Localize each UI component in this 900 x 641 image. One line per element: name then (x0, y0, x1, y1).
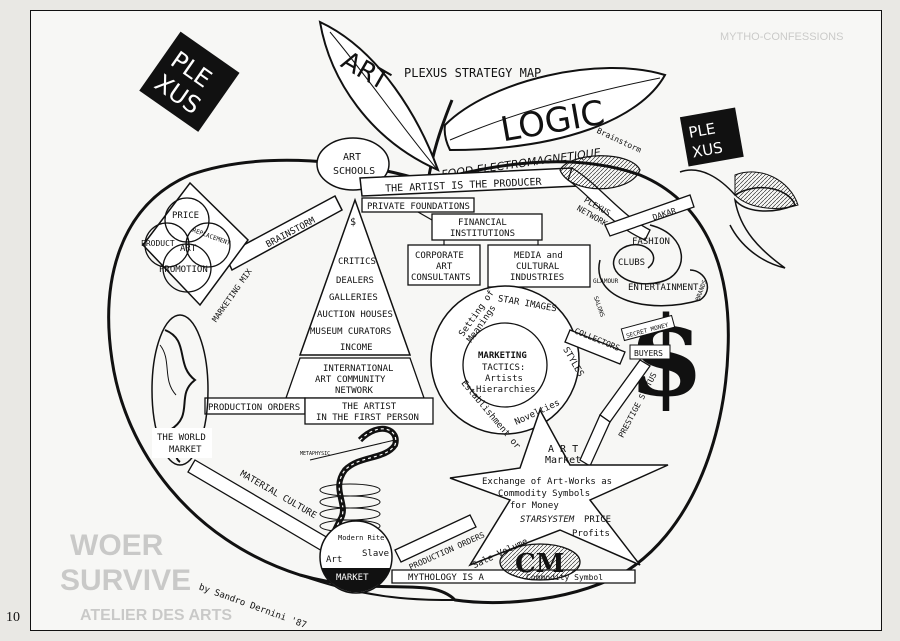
entertainment-label: ENTERTAINMENT (628, 283, 699, 293)
financial-institutions-box (431, 213, 543, 241)
art-market-star (449, 408, 669, 567)
production-orders-bottom-band (394, 514, 477, 563)
mix-product: PRODUCT (141, 239, 175, 248)
ghost-heading-left-3: ATELIER DES ARTS (80, 607, 232, 624)
mix-art: ART (180, 244, 197, 254)
circle-center-2: TACTICS: (482, 363, 525, 373)
corporate-line3: CONSULTANTS (411, 273, 471, 283)
star-price: PRICE (584, 515, 611, 525)
media-industries-box (487, 244, 591, 288)
glamour-label: GLAMOUR (593, 278, 619, 285)
bird-drawing (679, 169, 796, 269)
artist-first-line1: THE ARTIST (342, 402, 397, 412)
star-line3: for Money (510, 501, 559, 511)
background-ghost-text: MYTHO-CONFESSIONS WOER SURVIVE ATELIER D… (60, 31, 843, 624)
mix-promotion: PROMOTION (159, 265, 208, 275)
international-line3: NETWORK (335, 386, 374, 396)
world-market-line1: THE WORLD (157, 433, 206, 443)
right-brainstorm: Brainstorm (595, 126, 643, 155)
circle-center-4: Hierarchies (476, 385, 536, 395)
ghost-heading-right: MYTHO-CONFESSIONS (720, 31, 843, 43)
ghost-heading-left-1: WOER (70, 529, 164, 562)
star-line1: Exchange of Art-Works as (482, 477, 612, 487)
fashion-swirl (612, 224, 683, 285)
corporate-line1: CORPORATE (415, 251, 464, 261)
triangle-item-2: GALLERIES (329, 293, 378, 303)
marketing-inner-circle (462, 322, 548, 408)
star-profits: Profits (572, 529, 610, 539)
media-line3: INDUSTRIES (510, 273, 564, 283)
ghost-heading-left-2: SURVIVE (60, 564, 191, 597)
star-art-market-2: Market (545, 455, 581, 466)
triangle-hierarchy (298, 197, 412, 356)
triangle-item-3: AUCTION HOUSES (317, 310, 393, 320)
international-line1: INTERNATIONAL (323, 364, 393, 374)
financial-line2: INSTITUTIONS (450, 229, 515, 239)
mix-price: PRICE (172, 211, 199, 221)
artist-first-line2: IN THE FIRST PERSON (316, 413, 419, 423)
plexus-logo-top-left: PLE XUS (139, 31, 240, 132)
corporate-line2: ART (436, 262, 453, 272)
modern-rite-label: Modern Rite (338, 534, 384, 542)
financial-line1: FINANCIAL (458, 218, 507, 228)
brain-drawing (559, 155, 641, 190)
production-orders-left-label: PRODUCTION ORDERS (208, 403, 300, 413)
clubs-label: CLUBS (618, 258, 645, 268)
fashion-label: FASHION (632, 237, 670, 247)
triangle-item-4: MUSEUM CURATORS (310, 327, 391, 337)
circle-center-3: Artists (485, 374, 523, 384)
salons-label: SALONS (592, 295, 606, 318)
commodity-symbol-label: Commodity Symbol (526, 573, 603, 582)
triangle-item-0: CRITICS (338, 257, 376, 267)
apple-stem (426, 99, 454, 183)
cm-logo-text: CM (515, 549, 564, 579)
diagram-title: PLEXUS STRATEGY MAP (404, 66, 541, 80)
slave-label: Slave (362, 549, 389, 559)
circle-center-1: MARKETING (478, 351, 527, 361)
triangle-item-5: INCOME (340, 343, 373, 353)
art-schools-line1: ART (343, 152, 361, 163)
snake-caption: METAPHYSIC (300, 451, 330, 457)
marketing-mix-diamond (142, 181, 249, 307)
media-line2: CULTURAL (516, 262, 559, 272)
dakar-band (604, 194, 695, 237)
star-art-market-1: A R T (548, 444, 578, 455)
world-market-line2: MARKET (169, 445, 202, 455)
world-market-ellipse (151, 314, 209, 466)
triangle-dollar: $ (350, 217, 356, 228)
material-culture-band (187, 459, 341, 559)
collectors-band (564, 329, 626, 365)
corporate-consultants-box (407, 244, 481, 286)
logo-right-line2: XUS (691, 138, 724, 161)
star-starsystem: STARSYSTEM (520, 515, 575, 525)
market-label: MARKET (336, 573, 369, 583)
mythology-label: MYTHOLOGY IS A (408, 573, 484, 583)
media-line1: MEDIA and (514, 251, 563, 261)
logo-right-line1: PLE (687, 119, 717, 141)
art-label: Art (326, 555, 342, 565)
buyers-label: BUYERS (634, 349, 663, 358)
cm-logo: CM (499, 543, 581, 581)
triangle-item-1: DEALERS (336, 276, 374, 286)
private-foundations-label: PRIVATE FOUNDATIONS (367, 202, 470, 212)
artist-first-person-box (304, 397, 434, 425)
plexus-logo-right: PLE XUS (679, 107, 744, 167)
art-schools-line2: SCHOOLS (333, 166, 375, 177)
international-line2: ART COMMUNITY (315, 375, 386, 385)
page-number: 10 (6, 610, 20, 625)
star-line2: Commodity Symbols (498, 489, 590, 499)
apple-outline (107, 158, 730, 604)
